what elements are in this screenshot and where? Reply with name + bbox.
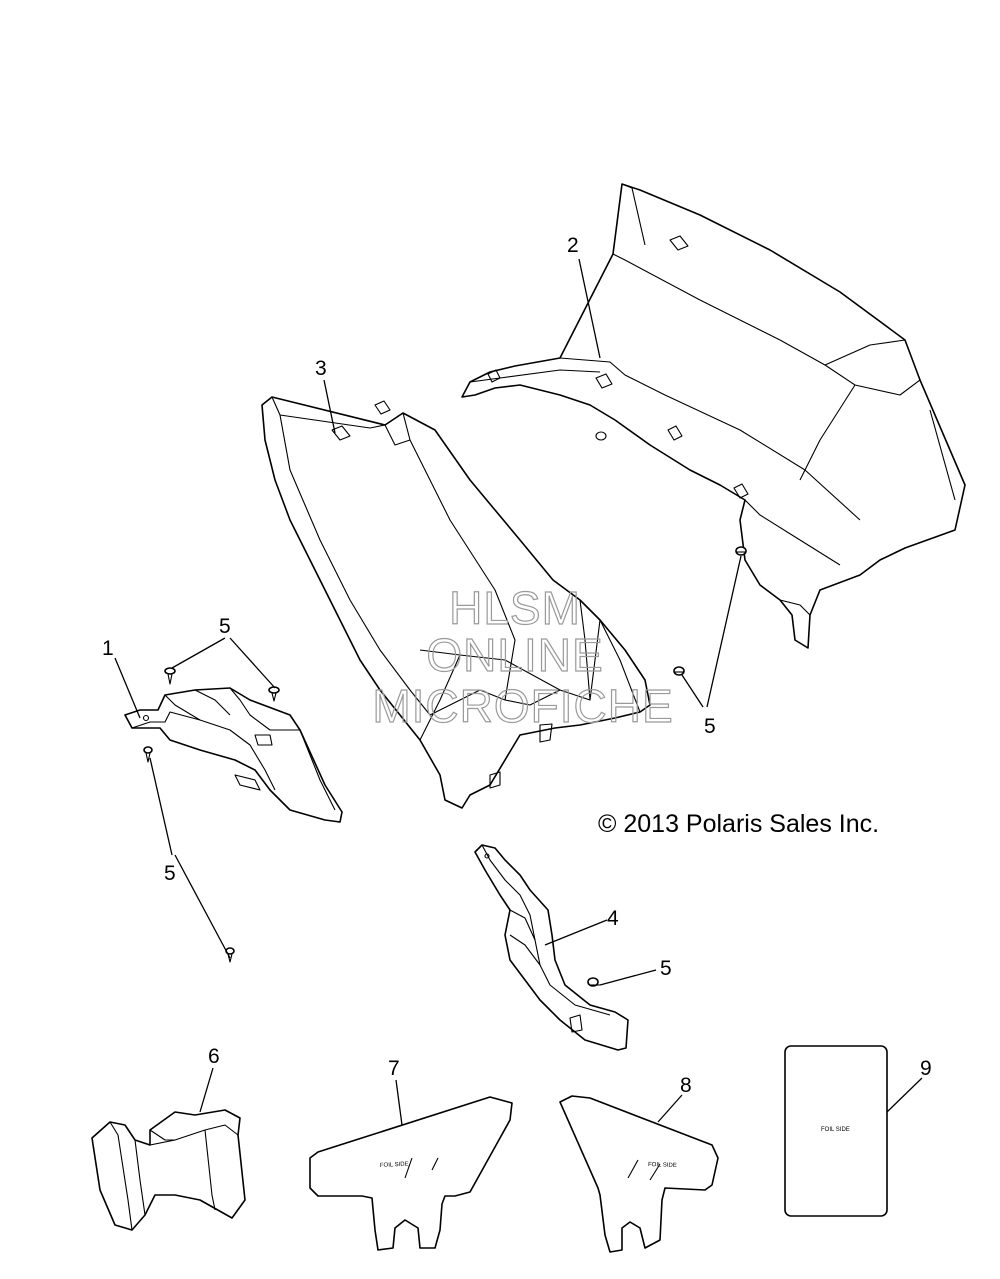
callout-5-deflector: 5 [660,957,672,980]
rivet-icon [587,977,600,987]
foil-side-label: FOIL SIDE [380,1161,409,1168]
rivet-icon [673,666,685,676]
rivet-icon [143,746,153,763]
callout-5-right: 5 [704,715,716,738]
part-4-deflector[interactable] [474,844,629,1051]
callout-5-lower-left: 5 [164,862,176,885]
part-6-shield[interactable] [91,1109,246,1231]
part-2-rear-panel[interactable] [461,183,966,649]
watermark-line-1: HLSM [449,582,581,634]
rivet-icon [164,667,176,685]
part-7-heat-shield[interactable]: FOIL SIDE [309,1096,513,1251]
part-9-foil-sheet[interactable]: FOIL SIDE [784,1045,888,1217]
rivet-icon [225,947,235,963]
callout-8: 8 [680,1074,692,1097]
foil-side-label: FOIL SIDE [648,1162,677,1169]
callout-3: 3 [315,357,327,380]
callout-7: 7 [388,1057,400,1080]
leader-lines [114,258,923,1126]
callout-5-upper-left: 5 [219,615,231,638]
foil-side-label: FOIL SIDE [821,1127,850,1133]
callout-2: 2 [567,234,579,257]
callout-4: 4 [607,907,619,930]
callout-6: 6 [208,1045,220,1068]
copyright-notice: © 2013 Polaris Sales Inc. [598,810,879,838]
fastener-push-rivets [143,546,747,987]
callout-1: 1 [102,637,114,660]
watermark-line-3: MICROFICHE [372,680,673,732]
part-1-bracket[interactable] [124,687,343,823]
watermark: HLSM ONLINE MICROFICHE [372,581,674,732]
rivet-icon [735,546,747,556]
watermark-line-2: ONLINE [426,629,603,681]
callout-9: 9 [920,1057,932,1080]
callout-numbers: 1 2 3 4 5 5 5 5 6 7 8 9 [102,234,932,1097]
part-8-heat-shield[interactable]: FOIL SIDE [559,1095,719,1253]
rivet-icon [268,686,280,702]
part-3-hood-panel[interactable] [261,396,651,809]
